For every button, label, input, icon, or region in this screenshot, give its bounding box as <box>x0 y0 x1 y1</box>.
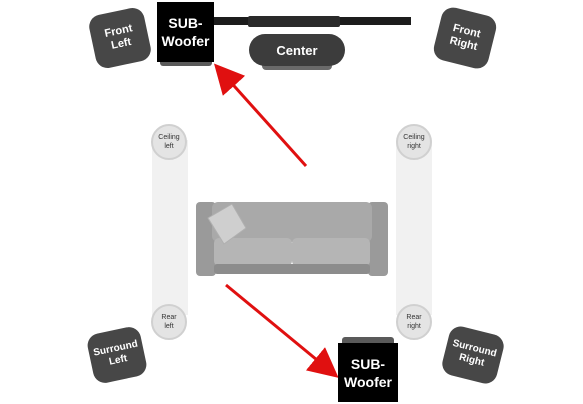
ceiling-right-label-line1: Ceiling <box>403 134 425 141</box>
left-speaker-column <box>152 140 188 315</box>
rear-left-speaker: Rear left <box>151 304 187 340</box>
rear-right-label-line2: right <box>407 323 421 330</box>
rear-left-label-line2: left <box>164 323 174 330</box>
center-speaker-label: Center <box>276 42 318 58</box>
tv-stand <box>248 16 340 27</box>
rear-right-label-line1: Rear <box>406 314 422 321</box>
subwoofer-top-base <box>160 58 212 66</box>
subwoofer-bottom-cap <box>342 337 394 346</box>
subwoofer-bottom-label-line1: SUB- <box>350 355 386 372</box>
rear-left-label-line1: Rear <box>161 314 177 321</box>
ceiling-right-label-line2: right <box>407 143 421 150</box>
subwoofer-top-label-line2: Woofer <box>161 33 210 49</box>
subwoofer-bottom-label-line2: Woofer <box>344 373 392 390</box>
surround-left-label-line2: Left <box>108 353 129 368</box>
arrow-to-top-subwoofer <box>213 63 308 168</box>
center-speaker-base <box>262 62 332 70</box>
subwoofer-bottom: SUB- Woofer <box>338 343 398 402</box>
right-speaker-column <box>396 140 432 315</box>
ceiling-left-speaker: Ceiling left <box>151 124 187 160</box>
sofa-icon <box>196 202 388 276</box>
ceiling-right-speaker: Ceiling right <box>396 124 432 160</box>
subwoofer-top-label-line1: SUB- <box>168 15 203 31</box>
ceiling-left-label-line1: Ceiling <box>158 134 180 141</box>
arrow-to-bottom-subwoofer <box>225 283 339 378</box>
subwoofer-top: SUB- Woofer <box>157 2 214 62</box>
ceiling-left-label-line2: left <box>164 143 174 150</box>
center-speaker: Center <box>249 34 345 66</box>
rear-right-speaker: Rear right <box>396 304 432 340</box>
